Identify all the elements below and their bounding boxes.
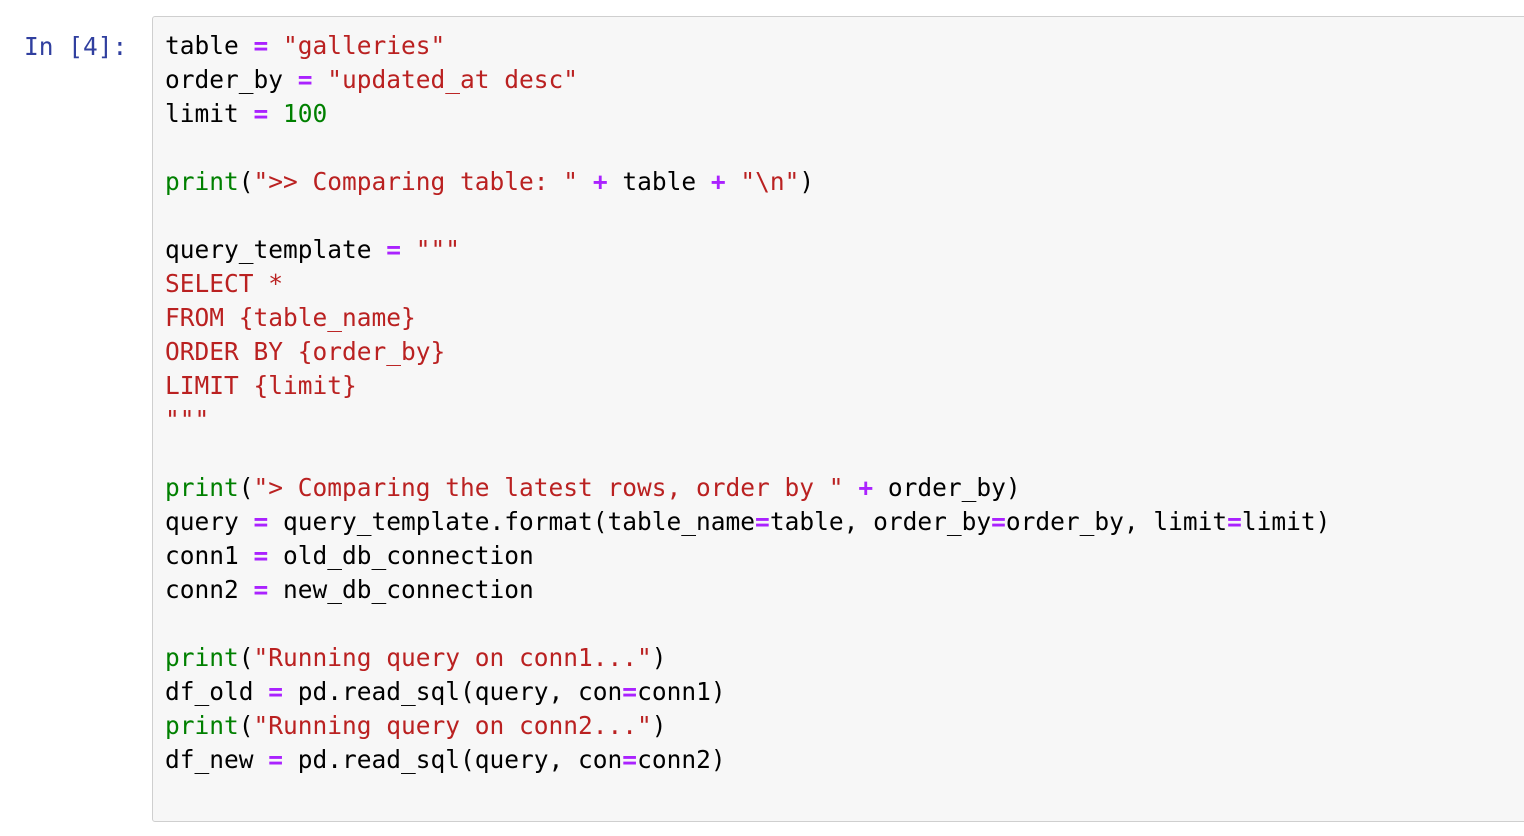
code-token: conn2) bbox=[637, 745, 726, 774]
code-token: order_by bbox=[165, 65, 298, 94]
code-token: pd.read_sql(query, con bbox=[283, 745, 623, 774]
code-token: "updated_at desc" bbox=[327, 65, 579, 94]
code-token: + bbox=[858, 473, 874, 502]
code-token: conn2 bbox=[165, 575, 254, 604]
code-token: ORDER BY {order_by} bbox=[165, 337, 446, 366]
code-token: old_db_connection bbox=[268, 541, 534, 570]
code-token: conn1) bbox=[637, 677, 726, 706]
code-token: = bbox=[253, 99, 269, 128]
code-line: print("Running query on conn1...") bbox=[165, 641, 1330, 675]
code-token: ) bbox=[651, 711, 667, 740]
code-line: df_old = pd.read_sql(query, con=conn1) bbox=[165, 675, 1330, 709]
code-token: = bbox=[268, 677, 284, 706]
code-token: = bbox=[1227, 507, 1242, 536]
code-line: order_by = "updated_at desc" bbox=[165, 63, 1330, 97]
code-editor[interactable] bbox=[152, 16, 1524, 822]
code-token: "galleries" bbox=[283, 31, 446, 60]
code-token bbox=[844, 473, 859, 502]
code-line: LIMIT {limit} bbox=[165, 369, 1330, 403]
code-token: ( bbox=[238, 711, 254, 740]
code-token bbox=[268, 31, 283, 60]
code-token: df_old bbox=[165, 677, 269, 706]
code-token: + bbox=[592, 167, 608, 196]
code-line: """ bbox=[165, 403, 1330, 437]
code-token: = bbox=[253, 541, 269, 570]
code-token: limit) bbox=[1241, 507, 1331, 536]
code-content[interactable]: table = "galleries"order_by = "updated_a… bbox=[165, 29, 1330, 777]
code-token: """ bbox=[165, 405, 210, 434]
code-line bbox=[165, 131, 1330, 165]
code-token: = bbox=[253, 31, 269, 60]
code-token: = bbox=[991, 507, 1006, 536]
code-token: "Running query on conn1..." bbox=[253, 643, 652, 672]
code-token: new_db_connection bbox=[268, 575, 534, 604]
code-token: print bbox=[165, 473, 239, 502]
code-token: ( bbox=[238, 473, 254, 502]
code-token: 100 bbox=[283, 99, 328, 128]
code-token: pd.read_sql(query, con bbox=[283, 677, 623, 706]
code-token: = bbox=[253, 507, 269, 536]
code-token: print bbox=[165, 643, 239, 672]
code-token bbox=[578, 167, 593, 196]
code-token: = bbox=[297, 65, 313, 94]
input-prompt: In [4]: bbox=[24, 32, 128, 61]
code-line: conn1 = old_db_connection bbox=[165, 539, 1330, 573]
code-token: ) bbox=[651, 643, 667, 672]
code-token bbox=[313, 65, 328, 94]
code-token bbox=[726, 167, 741, 196]
code-token: SELECT * bbox=[165, 269, 284, 298]
code-token: LIMIT {limit} bbox=[165, 371, 357, 400]
code-token: """ bbox=[415, 235, 461, 264]
code-line: query_template = """ bbox=[165, 233, 1330, 267]
code-line bbox=[165, 437, 1330, 471]
code-line bbox=[165, 607, 1330, 641]
code-token bbox=[268, 99, 283, 128]
code-token: = bbox=[386, 235, 402, 264]
code-token: "Running query on conn2..." bbox=[253, 711, 652, 740]
code-token: ">> Comparing table: " bbox=[253, 167, 579, 196]
code-line: print("> Comparing the latest rows, orde… bbox=[165, 471, 1330, 505]
code-token: FROM {table_name} bbox=[165, 303, 416, 332]
code-token: ( bbox=[238, 643, 254, 672]
code-token: print bbox=[165, 167, 239, 196]
code-token: table bbox=[165, 31, 254, 60]
code-token: table, order_by bbox=[769, 507, 992, 536]
code-token: = bbox=[622, 677, 638, 706]
code-line: limit = 100 bbox=[165, 97, 1330, 131]
code-token: table bbox=[607, 167, 711, 196]
code-token: = bbox=[253, 575, 269, 604]
code-line: print(">> Comparing table: " + table + "… bbox=[165, 165, 1330, 199]
code-line: SELECT * bbox=[165, 267, 1330, 301]
code-token: order_by) bbox=[873, 473, 1021, 502]
code-line: FROM {table_name} bbox=[165, 301, 1330, 335]
code-line: conn2 = new_db_connection bbox=[165, 573, 1330, 607]
code-token: df_new bbox=[165, 745, 269, 774]
code-line bbox=[165, 199, 1330, 233]
code-token: "\n" bbox=[740, 167, 800, 196]
code-token: query_template bbox=[165, 235, 387, 264]
code-token: = bbox=[622, 745, 638, 774]
code-token: query_template.format(table_name bbox=[268, 507, 756, 536]
code-line: table = "galleries" bbox=[165, 29, 1330, 63]
code-line: df_new = pd.read_sql(query, con=conn2) bbox=[165, 743, 1330, 777]
code-token: ( bbox=[238, 167, 254, 196]
code-token: + bbox=[710, 167, 726, 196]
code-line: query = query_template.format(table_name… bbox=[165, 505, 1330, 539]
code-line: print("Running query on conn2...") bbox=[165, 709, 1330, 743]
code-line: ORDER BY {order_by} bbox=[165, 335, 1330, 369]
code-token: = bbox=[755, 507, 770, 536]
code-token: print bbox=[165, 711, 239, 740]
code-token: = bbox=[268, 745, 284, 774]
code-token: query bbox=[165, 507, 254, 536]
code-token: ) bbox=[799, 167, 815, 196]
code-token: order_by, limit bbox=[1005, 507, 1228, 536]
code-token bbox=[401, 235, 416, 264]
code-token: conn1 bbox=[165, 541, 254, 570]
code-token: "> Comparing the latest rows, order by " bbox=[253, 473, 844, 502]
code-token: limit bbox=[165, 99, 254, 128]
